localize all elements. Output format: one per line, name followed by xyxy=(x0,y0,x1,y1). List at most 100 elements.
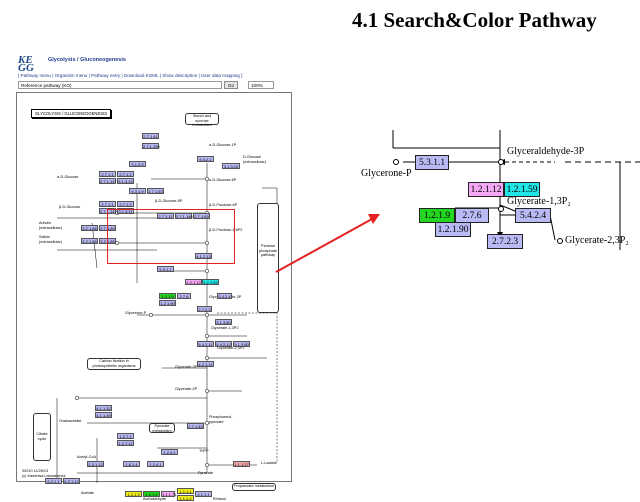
ec-box[interactable]: 1.2.4.1 xyxy=(147,461,164,467)
pyruvate-metabolism-link[interactable]: Pyruvate metabolism xyxy=(149,423,175,433)
red-highlight-box xyxy=(107,209,235,264)
ec-box[interactable]: 1.1.1.2 xyxy=(177,495,194,501)
aglucose-label: α-D-Glucose xyxy=(57,175,79,179)
ec-box[interactable]: 5.3.1.1 xyxy=(157,266,174,272)
glycerone-node[interactable] xyxy=(393,159,399,165)
ec-box[interactable]: 4.2.1.11 xyxy=(197,361,214,367)
ec-box[interactable]: 3.1.3.11 xyxy=(117,208,134,214)
glyceraldehyde-node[interactable] xyxy=(498,159,504,165)
glycerone-label: Glycerone-P xyxy=(125,311,147,315)
glycerate13-label: Glycerate-1,3P2 xyxy=(211,326,239,330)
salicin-label: Salicin (extracellular) xyxy=(39,235,62,244)
ec-box[interactable]: 3.2.1.86 xyxy=(81,238,98,244)
ec-box[interactable]: 1.2.7.11 xyxy=(117,440,134,446)
ec-box[interactable]: 4.1.2.13 xyxy=(195,253,212,259)
ec-box[interactable]: 2.7.1.2 xyxy=(117,201,134,207)
ec-box[interactable]: 2.7.1.1 xyxy=(99,201,116,207)
ec-box[interactable]: 1.1.1.27 xyxy=(233,461,250,467)
glycerate23-label: Glycerate-2,3P2 xyxy=(217,346,245,350)
ec-box[interactable]: 5.3.1.9 xyxy=(129,188,146,194)
tpp-label: ThPP xyxy=(199,449,209,453)
acetylcoa-label: Acetyl-CoA xyxy=(77,455,96,459)
ec-box[interactable]: 1.2.1.12 xyxy=(185,279,202,285)
ec-box[interactable]: 4.1.1.1 xyxy=(195,491,212,497)
ec-box[interactable]: 5.4.2.12 xyxy=(215,341,232,347)
ec-box[interactable]: 2.7.1.1 xyxy=(99,171,116,177)
glycerate13-node[interactable] xyxy=(498,206,504,212)
zoom-glycerate23-label: Glycerate-2,3P₂ xyxy=(565,235,629,246)
ec-box[interactable]: 5.4.2.4 xyxy=(217,293,232,299)
ec-box[interactable]: 2.7.6 xyxy=(177,293,191,299)
ec-box[interactable]: 2.7.1.2 xyxy=(117,171,134,177)
acetaldehyde-label: Acetaldehyde xyxy=(143,497,167,501)
ec-box[interactable]: 2.7.1.63 xyxy=(147,188,164,194)
ec-box[interactable]: 3.1.3.10 xyxy=(222,163,240,169)
ec-1-2-1-9-box[interactable]: 1.2.1.9 xyxy=(419,208,455,223)
fructose6p-label: β-D-Fructose-6P xyxy=(209,203,238,207)
pep-label: Phosphoenol-pyruvate xyxy=(209,415,233,424)
go-button[interactable]: Go xyxy=(224,81,238,89)
map-title: Glycolysis / Gluconeogenesis xyxy=(48,57,126,63)
map-credit: (c) Kanehisa Laboratories xyxy=(22,473,66,478)
arbutin-label: Arbutin (extracellular) xyxy=(39,221,62,230)
ec-box[interactable]: 1.2.7.1 xyxy=(117,433,134,439)
ec-box[interactable]: 3.1.3.9 xyxy=(129,161,146,167)
ec-box[interactable]: 2.7.1.41 xyxy=(142,133,159,139)
ec-box[interactable]: 2.7.1.40 xyxy=(187,423,204,429)
zoom-glycerate13-label: Glycerate-1,3P₂ xyxy=(507,196,571,207)
ec-2-7-6-box[interactable]: 2.7.6 xyxy=(455,208,489,223)
ec-box[interactable]: 2.3.1.12 xyxy=(87,461,104,467)
ec-box[interactable]: 1.2.1.3 xyxy=(125,491,142,497)
glycerate23-node[interactable] xyxy=(557,238,563,244)
ec-box[interactable]: 4.1.1.32 xyxy=(95,405,112,411)
glycerate2p-label: Glycerate-2P xyxy=(175,387,198,391)
ec-box[interactable]: 1.2.1.9 xyxy=(159,293,176,299)
zoom-select[interactable]: 100% xyxy=(248,81,274,89)
starch-metabolism-link[interactable]: Starch and sucrose metabolism xyxy=(185,113,219,127)
ec-box[interactable]: 1.2.1.59 xyxy=(202,279,219,285)
llactate-label: L-Lactate xyxy=(261,461,277,465)
ec-2-7-2-3-box[interactable]: 2.7.2.3 xyxy=(487,234,523,249)
ec-box[interactable]: 2.7.2.3 xyxy=(197,306,212,312)
pentose-phosphate-link[interactable]: Pentose phosphate pathway xyxy=(257,203,279,313)
ec-box[interactable]: 3.2.1.86 xyxy=(81,225,98,231)
zoom-detail: Glyceraldehyde-3P Glycerone-P 5.3.1.1 1.… xyxy=(355,130,640,260)
slide-title: 4.1 Search&Color Pathway xyxy=(352,8,597,32)
ec-box[interactable]: 2.7.1.69 xyxy=(193,213,210,219)
ec-box[interactable]: 3.1.3.80 xyxy=(215,319,232,325)
bglucose-label: β-D-Glucose xyxy=(59,205,81,209)
pathway-select[interactable]: Reference pathway (KO) xyxy=(18,81,222,89)
ec-box[interactable]: 5.4.2.11 xyxy=(197,341,214,347)
ec-box[interactable]: 4.1.1.49 xyxy=(95,412,112,418)
ec-box[interactable]: 2.7.1.147 xyxy=(99,178,117,184)
citrate-cycle-link[interactable]: Citrate cycle xyxy=(33,413,51,461)
ec-box[interactable]: 2.7.1.199 xyxy=(142,143,160,149)
ec-box[interactable]: 1.2.4.1 xyxy=(161,449,178,455)
ec-box[interactable]: 5.1.3.15 xyxy=(117,178,134,184)
ec-1-2-1-59-box[interactable]: 1.2.1.59 xyxy=(504,182,540,197)
zoom-glyceraldehyde-label: Glyceraldehyde-3P xyxy=(507,146,585,157)
ec-box[interactable]: 2.7.1.146 xyxy=(175,213,193,219)
map-frame-title: GLYCOLYSIS / GLUCONEOGENESIS xyxy=(31,109,111,118)
ec-1-2-1-12-box[interactable]: 1.2.1.12 xyxy=(468,182,504,197)
pyruvate-label: Pyruvate xyxy=(198,471,213,475)
pathway-menu-bar[interactable]: [ Pathway menu | Organism menu | Pathway… xyxy=(18,73,243,78)
ec-5-4-2-4-box[interactable]: 5.4.2.4 xyxy=(515,208,551,223)
ethanol-label: Ethanol xyxy=(213,497,226,501)
map-copyright: 00010 11/26/13 (c) Kanehisa Laboratories xyxy=(22,469,65,478)
aglucose6p-label: α-D-Glucose-6P xyxy=(209,178,237,182)
dglucose-label: D-Glucose (extracellular) xyxy=(243,155,266,164)
ec-box[interactable]: 1.8.1.4 xyxy=(123,461,140,467)
ec-5-3-1-1-box[interactable]: 5.3.1.1 xyxy=(415,155,449,170)
acetate-label: Acetate xyxy=(81,491,94,495)
zoom-glycerone-label: Glycerone-P xyxy=(361,168,412,179)
propanoate-link[interactable]: Propanoate metabolism xyxy=(232,483,276,491)
carbon-fixation-link[interactable]: Carbon fixation in photosynthetic organi… xyxy=(87,358,141,370)
ec-box[interactable]: 5.4.2.2 xyxy=(197,156,214,162)
ec-1-2-1-90-box[interactable]: 1.2.1.90 xyxy=(435,222,471,237)
ec-box[interactable]: 1.1.1.1 xyxy=(177,488,194,494)
ec-box[interactable]: 3.1.3.80 xyxy=(233,341,250,347)
ec-box[interactable]: 2.7.1.11 xyxy=(157,213,174,219)
ec-box[interactable]: 1.2.1.90 xyxy=(159,300,176,306)
